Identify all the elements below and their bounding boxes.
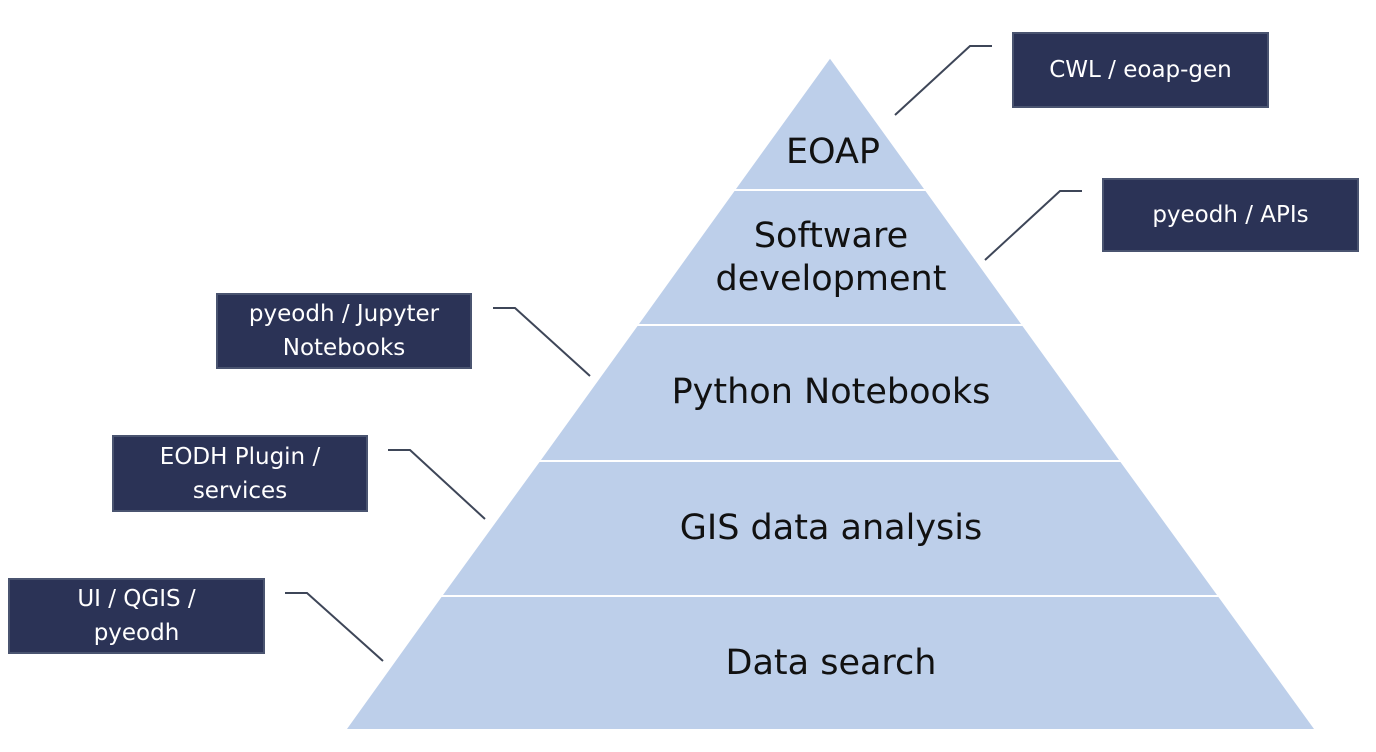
level-label-software-1: Software: [754, 216, 908, 256]
callout-ui-qgis: UI / QGIS / pyeodh: [8, 578, 265, 654]
callout-eodh-plugin: EODH Plugin / services: [112, 435, 368, 512]
level-label-gis: GIS data analysis: [680, 508, 982, 548]
level-label-data-search: Data search: [726, 643, 937, 683]
callout-apis: pyeodh / APIs: [1102, 178, 1359, 252]
callout-jupyter: pyeodh / Jupyter Notebooks: [216, 293, 472, 369]
level-label-eoap: EOAP: [786, 132, 880, 172]
connector-line: [984, 190, 1082, 261]
callout-cwl: CWL / eoap-gen: [1012, 32, 1269, 108]
connector-line: [894, 45, 992, 116]
level-software-development: [635, 189, 1025, 326]
connector-line: [388, 449, 486, 520]
level-label-python-notebooks: Python Notebooks: [672, 372, 991, 412]
connector-line: [285, 592, 384, 662]
level-data-search: [343, 595, 1318, 731]
level-label-software-2: development: [716, 259, 947, 299]
connector-line: [493, 307, 591, 377]
